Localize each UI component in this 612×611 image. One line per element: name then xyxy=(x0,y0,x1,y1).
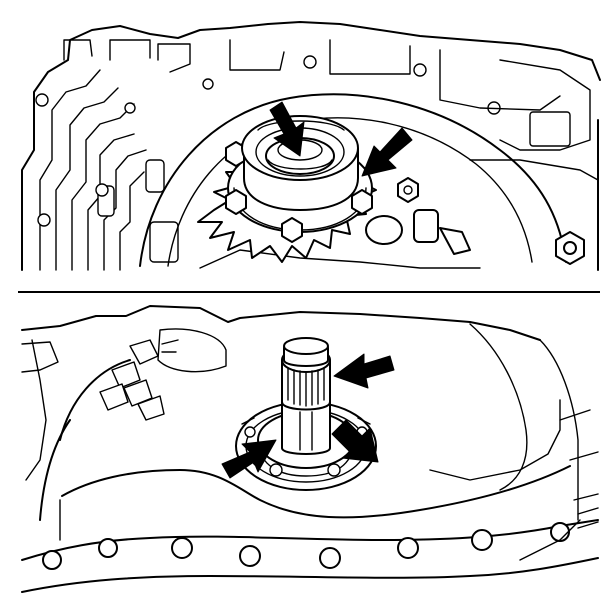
converter-bowl-floor xyxy=(61,465,571,519)
callout-arrow-bottom-1 xyxy=(333,353,395,389)
callout-arrow-top-1 xyxy=(269,101,305,157)
callout-arrow-top-2 xyxy=(361,127,413,177)
case-ribbed-boss xyxy=(99,328,227,421)
callout-arrow-bottom-2 xyxy=(331,419,379,463)
case-outline-top xyxy=(21,21,601,271)
case-upper-right-features xyxy=(199,39,599,269)
valve-body-channels xyxy=(39,39,191,271)
mounting-bolt xyxy=(365,177,471,255)
converter-housing-rim xyxy=(139,93,567,267)
case-outline-bottom xyxy=(21,305,541,341)
case-bolt-holes-top xyxy=(35,55,501,227)
oil-pump-seal-assembly xyxy=(197,115,377,263)
fitting-nut xyxy=(555,231,585,265)
callout-arrow-bottom-3 xyxy=(221,439,277,479)
case-right-ribs xyxy=(429,399,599,529)
top-panel-transmission-case xyxy=(21,21,601,271)
bottom-panel-transmission-case xyxy=(21,305,599,593)
input-shaft xyxy=(281,337,331,455)
flange-bolt-bosses xyxy=(42,522,570,570)
converter-bowl-outer xyxy=(59,359,131,441)
